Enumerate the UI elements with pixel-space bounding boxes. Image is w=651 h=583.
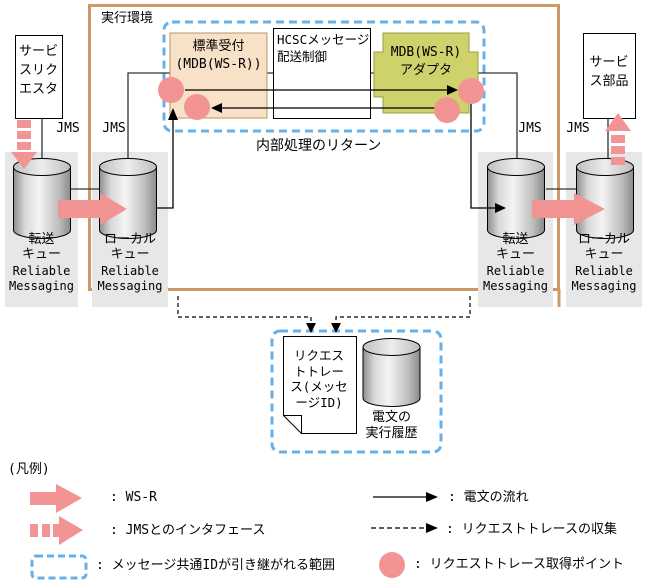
forward-flow-arrowhead bbox=[447, 85, 458, 95]
transfer-queue-left-cylinder bbox=[13, 158, 71, 239]
reliable-messaging-label-4: Reliable Messaging bbox=[571, 264, 637, 293]
trace-collection-arrowhead-right bbox=[331, 323, 341, 333]
reliable-messaging-label-2: Reliable Messaging bbox=[97, 264, 163, 293]
transfer-queue-left-label: 転送 キュー bbox=[21, 232, 61, 262]
reliable-messaging-label-3: Reliable Messaging bbox=[482, 264, 549, 293]
trace-point-adapter-return bbox=[434, 97, 460, 123]
legend-label-flow: : 電文の流れ bbox=[448, 490, 529, 505]
request-trace-label: リクエス トトレー ス(メッセ ージID) bbox=[290, 348, 348, 411]
standard-reception-label: 標準受付 (MDB(WS-R)) bbox=[175, 39, 262, 72]
trace-collection-arrowhead-left bbox=[306, 323, 316, 333]
legend-marker-trace-point bbox=[379, 552, 405, 578]
reliable-messaging-label-1: Reliable Messaging bbox=[8, 264, 75, 293]
service-parts-label: サービ ス部品 bbox=[589, 55, 629, 89]
legend-marker-wsr bbox=[30, 484, 82, 513]
legend-marker-flow bbox=[373, 492, 438, 502]
internal-return-label: 内部処理のリターン bbox=[256, 138, 382, 154]
legend-marker-jms-interface bbox=[30, 516, 83, 545]
execution-history-label: 電文の 実行履歴 bbox=[365, 410, 418, 441]
local-queue-right-label: ローカル キュー bbox=[577, 232, 630, 262]
jms-label-1: JMS bbox=[56, 121, 80, 136]
jms-label-3: JMS bbox=[518, 121, 542, 136]
legend-title: (凡例) bbox=[8, 462, 50, 477]
jms-label-4: JMS bbox=[566, 121, 590, 136]
transfer-queue-right-cylinder bbox=[487, 158, 545, 239]
document-folded-corner bbox=[283, 415, 302, 434]
execution-environment-box bbox=[88, 4, 560, 291]
wsr-arrow-left bbox=[58, 193, 127, 225]
legend-label-trace-point: : リクエストトレース取得ポイント bbox=[414, 557, 625, 572]
transfer-queue-right-label: 転送 キュー bbox=[495, 232, 535, 262]
service-parts-box bbox=[583, 33, 636, 119]
legend-marker-scope-box bbox=[30, 554, 88, 580]
trace-point-adapter-out bbox=[458, 78, 484, 104]
environment-label: 実行環境 bbox=[101, 11, 154, 26]
return-flow-arrowhead bbox=[211, 103, 222, 113]
adapter-to-transfer-queue-arrowhead bbox=[495, 203, 506, 213]
trace-collection-line-right bbox=[335, 296, 471, 324]
local-queue-to-reception-arrowhead bbox=[168, 108, 178, 120]
wsr-arrow-right bbox=[532, 193, 605, 225]
trace-point-reception-in bbox=[158, 77, 184, 103]
execution-history-cylinder bbox=[362, 338, 421, 407]
service-requester-box bbox=[15, 35, 63, 119]
legend-label-scope: : メッセージ共通IDが引き継がれる範囲 bbox=[96, 558, 336, 573]
jms-interface-arrow-up bbox=[605, 113, 631, 165]
trace-point-reception-return bbox=[184, 94, 210, 120]
local-queue-right-cylinder bbox=[576, 158, 634, 239]
message-id-scope-box-top bbox=[162, 20, 486, 133]
jms-interface-arrow-down bbox=[11, 120, 37, 169]
request-trace-document bbox=[283, 336, 357, 434]
local-queue-to-reception-line bbox=[156, 118, 174, 209]
legend-label-jms-interface: : JMSとのインタフェース bbox=[110, 523, 266, 538]
message-id-scope-box-bottom bbox=[270, 329, 443, 454]
adapter-to-transfer-queue-line bbox=[470, 104, 495, 209]
local-queue-left-label: ローカル キュー bbox=[103, 232, 156, 262]
hcsc-control-box bbox=[273, 28, 371, 119]
mdb-adapter-box bbox=[373, 32, 479, 114]
legend-marker-trace-collection bbox=[371, 523, 438, 533]
local-queue-left-cylinder bbox=[99, 158, 157, 239]
service-requester-label: サービ スリク エスタ bbox=[18, 44, 58, 97]
legend-label-wsr: : WS-R bbox=[110, 490, 157, 505]
jms-label-2: JMS bbox=[102, 121, 126, 136]
legend-label-trace-collection: : リクエストトレースの収集 bbox=[446, 522, 618, 537]
mdb-adapter-label: MDB(WS-R) アダプタ bbox=[390, 45, 462, 78]
trace-collection-line-left bbox=[177, 296, 312, 324]
hcsc-control-label: HCSCメッセージ 配送制御 bbox=[277, 32, 370, 64]
